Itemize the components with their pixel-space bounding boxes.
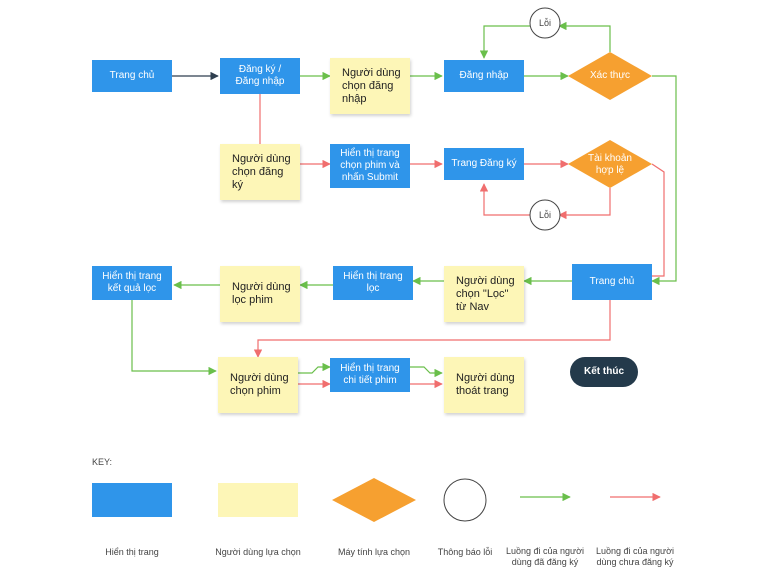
user-choose-login-note: Người dùng chọn đăng nhập [330,58,410,114]
filter-results-page-node: Hiển thị trang kết quả lọc [92,266,172,300]
arrow-verify-to-error [558,21,611,52]
register-page-node: Trang Đăng ký [444,148,524,180]
account-valid-decision [568,140,652,188]
arrow-account-check-to-error [558,188,611,220]
error-circle-2 [529,199,561,231]
key-user-swatch [218,483,298,517]
error-circle-1 [529,7,561,39]
key-label-error: Thông báo lỗi [437,546,493,557]
key-label-computer-choice: Máy tính lựa chọn [337,546,411,557]
verify-decision [568,52,652,100]
trang-chu-2-node: Trang chủ [572,264,652,300]
filter-page-node: Hiển thị trang lọc [333,266,413,300]
movie-select-page-node: Hiển thị trang chọn phim và nhấn Submit [330,144,410,188]
tai-khoan-hop-le-label: Tài khoản hợp lệ [588,153,632,176]
arrow-results-to-movie-choice [131,300,217,376]
key-title: KEY: [92,457,113,467]
key-error-swatch [443,478,487,522]
arrow-error-to-register [479,183,531,216]
user-filter-note: Người dùng lọc phim [220,266,300,322]
arrow-movie-choice-to-detail-green [298,362,331,374]
movie-detail-page-node: Hiển thị trang chi tiết phim [330,358,410,392]
error-label-1: Lỗi [538,18,551,28]
arrow-detail-to-exit-green [410,366,443,378]
user-choose-register-note: Người dùng chọn đăng ký [220,144,300,200]
trang-chu-node: Trang chủ [92,60,172,92]
key-decision-swatch [332,478,416,522]
key-label-unregistered: Luồng đi của người dùng chưa đăng ký [596,546,674,567]
user-choose-movie-note: Người dùng chọn phim [218,357,298,413]
arrow-error-to-login [479,25,531,59]
user-choose-filter-note: Người dùng chọn "Lọc" từ Nav [444,266,524,322]
key-label-user-choice: Người dùng lựa chọn [215,546,301,557]
arrow-home-to-movie-choice [253,300,611,358]
error-label-2: Lỗi [538,210,551,220]
xac-thuc-label: Xác thực [589,70,631,81]
key-page-swatch [92,483,172,517]
arrow-verify-to-home [651,75,677,286]
user-exit-note: Người dùng thoát trang [444,357,524,413]
arrow-account-check-to-home [651,163,665,277]
key-label-page: Hiển thị trang [105,546,159,557]
dang-ky-dang-nhap-node: Đăng ký / Đăng nhập [220,58,300,94]
end-node: Kết thúc [570,357,638,387]
key-label-registered: Luồng đi của người dùng đã đăng ký [506,546,584,567]
dang-nhap-node: Đăng nhập [444,60,524,92]
